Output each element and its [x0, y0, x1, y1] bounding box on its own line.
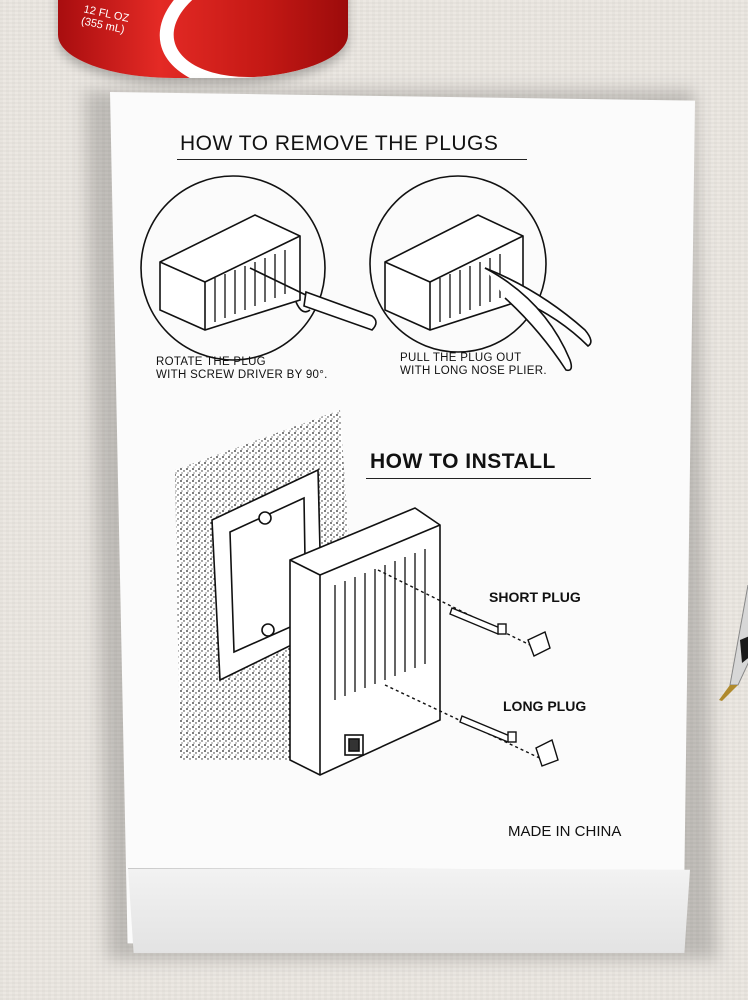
- pliers-illustration: [369, 175, 592, 372]
- screwdriver-illustration: [140, 175, 377, 361]
- title-underline: [177, 159, 527, 160]
- long-screw-and-plug: [384, 684, 559, 767]
- install-title: HOW TO INSTALL: [370, 450, 556, 473]
- long-plug-label: LONG PLUG: [503, 698, 587, 714]
- box-bottom-flap: [128, 868, 690, 953]
- short-plug-label: SHORT PLUG: [489, 589, 581, 605]
- soda-can: 12 FL OZ (355 mL): [58, 0, 348, 78]
- step1-caption: ROTATE THE PLUG WITH SCREW DRIVER BY 90°…: [156, 356, 328, 381]
- short-screw-and-plug: [377, 569, 551, 657]
- remove-plugs-title: HOW TO REMOVE THE PLUGS: [180, 132, 499, 155]
- install-title-underline: [366, 478, 591, 479]
- chime-housing: [289, 507, 441, 776]
- step2-caption: PULL THE PLUG OUT WITH LONG NOSE PLIER.: [400, 352, 547, 377]
- ballpoint-pen: [719, 585, 748, 701]
- made-in-label: MADE IN CHINA: [508, 823, 622, 840]
